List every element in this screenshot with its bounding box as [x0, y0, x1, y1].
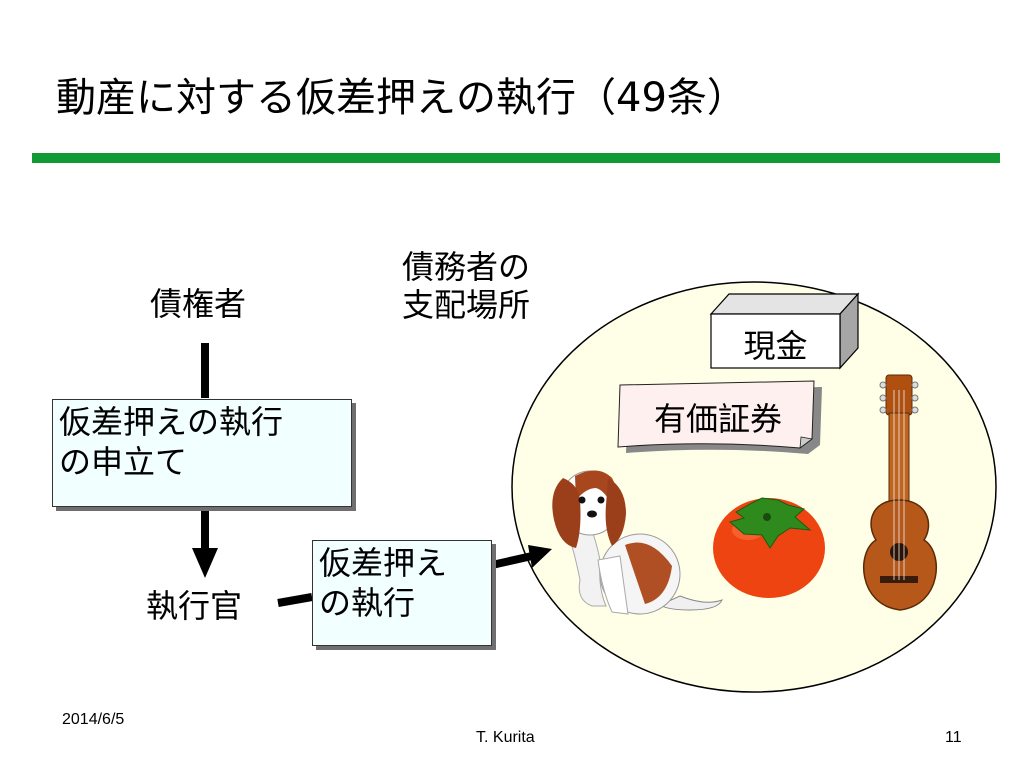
- application-line-2: の申立て: [59, 443, 188, 481]
- execution-arrowhead: [528, 545, 552, 568]
- debtor-place-label: 債務者の 支配場所: [402, 248, 530, 325]
- footer-page-number: 11: [945, 729, 962, 746]
- execution-arrow-line: [491, 552, 533, 569]
- application-line-1: 仮差押えの執行: [59, 403, 284, 441]
- cash-label: 現金: [743, 327, 808, 365]
- bailiff-execution-connector: [277, 593, 313, 607]
- title-divider: [32, 153, 1000, 163]
- securities-label: 有価証券: [653, 400, 782, 438]
- bailiff-label: 執行官: [146, 587, 243, 625]
- guitar-icon: [863, 374, 937, 611]
- securities-document-icon: [617, 380, 822, 454]
- down-arrowhead: [192, 548, 218, 578]
- creditor-label: 債権者: [150, 285, 247, 323]
- dog-icon: [552, 470, 723, 615]
- debtor-place-line-1: 債務者の: [402, 248, 531, 286]
- execution-line-2: の執行: [319, 584, 416, 622]
- footer-date: 2014/6/5: [62, 711, 125, 728]
- slide-title: 動産に対する仮差押えの執行（49条）: [56, 75, 747, 121]
- cash-box-icon: [709, 292, 860, 370]
- footer-author: T. Kurita: [476, 729, 535, 746]
- execution-line-1: 仮差押え: [319, 544, 448, 582]
- debtor-place-line-2: 支配場所: [402, 286, 531, 325]
- persimmon-icon: [713, 497, 825, 598]
- execution-box: 仮差押え の執行: [312, 540, 492, 646]
- application-box: 仮差押えの執行 の申立て: [52, 399, 352, 507]
